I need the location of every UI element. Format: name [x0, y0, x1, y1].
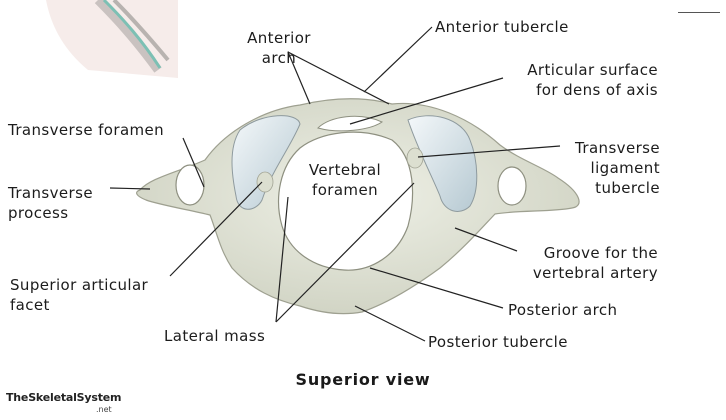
label-anterior-tubercle: Anterior tubercle [435, 18, 569, 36]
site-logo: TheSkeletalSystem [6, 391, 122, 404]
right-articular-facet [407, 115, 478, 212]
label-posterior-tubercle: Posterior tubercle [428, 333, 568, 351]
left-articular-facet [231, 115, 301, 210]
label-superior-articular-facet: Superior articular facet [10, 276, 149, 314]
vertebral-foramen-hole [277, 131, 414, 271]
label-transverse-ligament-tubercle: Transverse ligament tubercle [575, 139, 660, 197]
label-transverse-process: Transverse process [8, 184, 93, 222]
label-vertebral-foramen: Vertebral foramen [308, 161, 382, 199]
corner-rule [678, 12, 720, 13]
label-anterior-arch: Anterior arch [247, 29, 311, 67]
label-articular-surface: Articular surface for dens of axis [527, 61, 658, 99]
label-groove-vertebral-artery: Groove for the vertebral artery [532, 244, 658, 282]
label-transverse-foramen: Transverse foramen [8, 121, 165, 139]
right-transverse-foramen-hole [497, 166, 527, 206]
label-lateral-mass: Lateral mass [164, 327, 266, 345]
view-caption: Superior view [295, 370, 431, 389]
left-transverse-foramen-hole [175, 164, 205, 206]
spine-thumbnail [46, 0, 178, 78]
site-logo-suffix: .net [96, 405, 112, 414]
label-posterior-arch: Posterior arch [508, 301, 618, 319]
